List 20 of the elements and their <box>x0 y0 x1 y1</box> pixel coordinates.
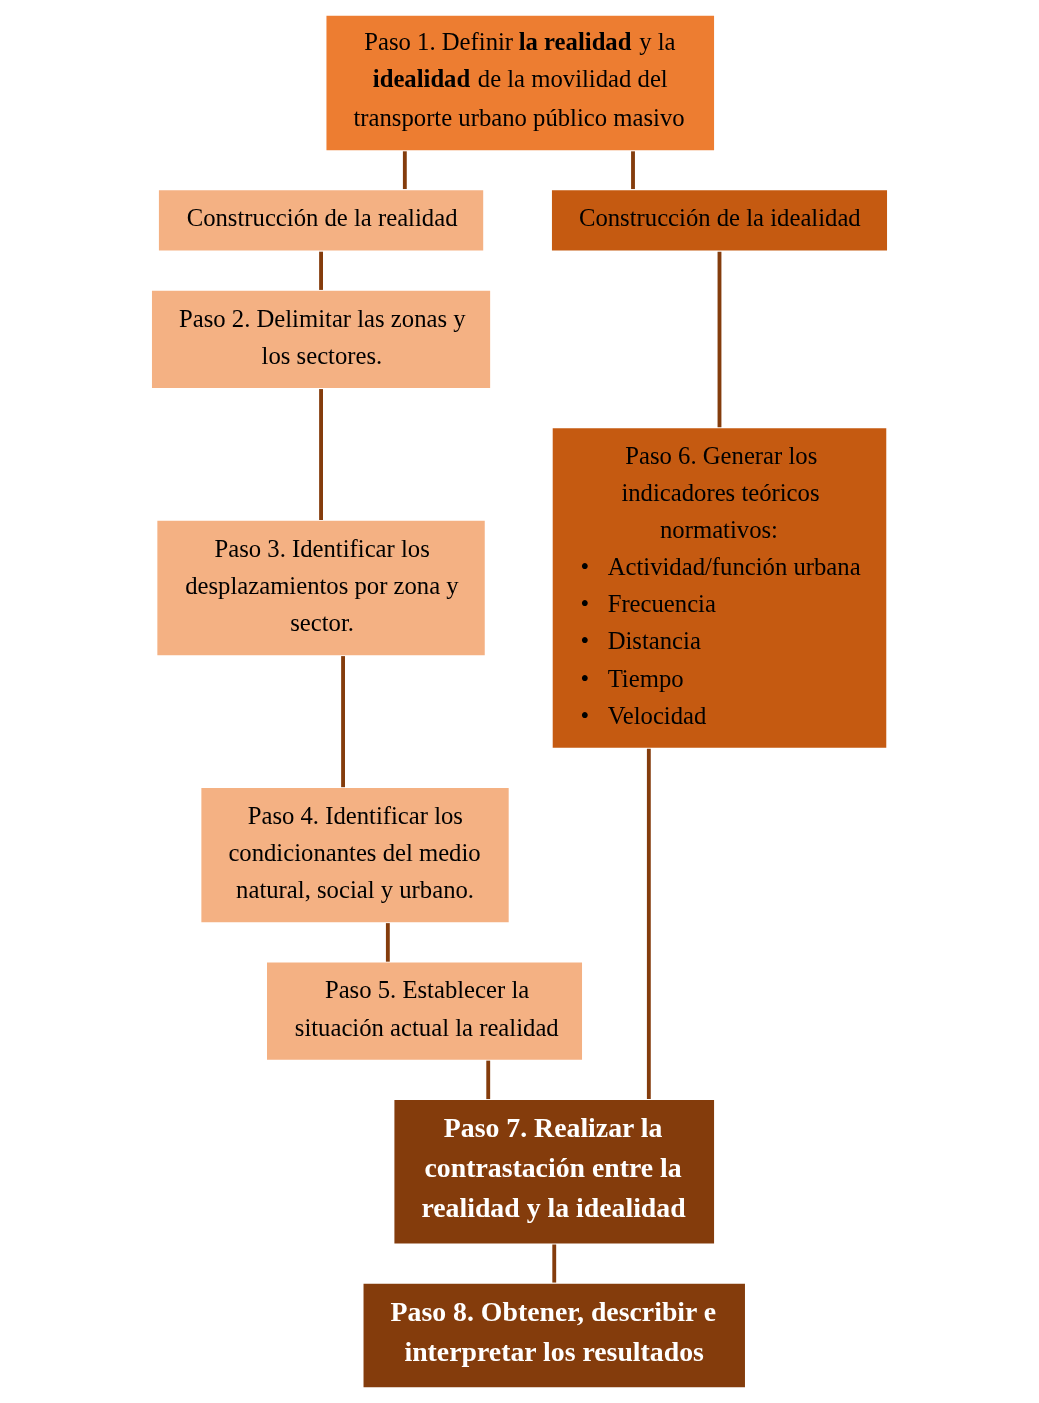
node-box: Construcción de la realidad <box>157 188 485 253</box>
node-box: Paso 3. Identificar los desplazamientos por zona y sector. <box>155 519 487 657</box>
connector <box>552 1244 557 1283</box>
connector <box>402 151 407 190</box>
connector <box>319 389 323 520</box>
node-box: Paso 8. Obtener, describir e interpretar los resultados <box>362 1282 747 1389</box>
node-box: Paso 4. Identificar los condicionantes del medio natural, social y urbano. <box>199 786 511 924</box>
node-box: Construcción de la idealidad <box>550 188 889 253</box>
connector <box>319 251 323 290</box>
node-box: Paso 5. Establecer la situación actual la realidad <box>265 960 584 1062</box>
connector <box>486 1060 491 1100</box>
connector <box>385 923 390 962</box>
connector <box>717 251 722 428</box>
node-box: Paso 1. Definir la realidad y la idealidad de la movilidad del transporte urbano público masivo <box>324 14 716 152</box>
node-box: Paso 2. Delimitar las zonas y los sectores. <box>150 289 492 390</box>
connector <box>646 748 651 1100</box>
connector <box>631 151 635 190</box>
connector <box>341 656 345 788</box>
node-box: Paso 7. Realizar la contrastación entre la realidad y la idealidad <box>392 1098 716 1246</box>
node-box: Paso 6. Generar los indicadores teóricos normativos: • Actividad/función urbana • Frecuencia • Distancia • Tiempo • Velocidad <box>551 426 888 750</box>
